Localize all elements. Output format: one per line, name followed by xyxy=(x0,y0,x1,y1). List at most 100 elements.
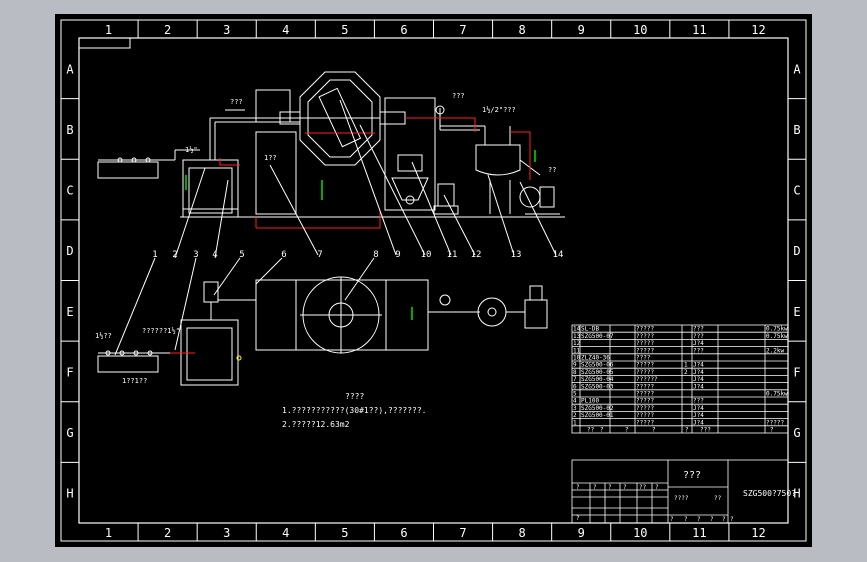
parts-header-c3: ? xyxy=(625,427,629,434)
title-rev-cell: ? xyxy=(593,484,597,491)
support-frame xyxy=(255,131,297,215)
leader-8 xyxy=(344,257,375,301)
col-label-top: 1 xyxy=(105,23,112,37)
title-mark: ? xyxy=(722,516,726,523)
title-rev-cell: ?? xyxy=(639,484,647,491)
parts-cell-mat: ??? xyxy=(693,347,704,354)
callout-left-feed: 1½" xyxy=(185,146,198,154)
plan-valve-3 xyxy=(133,350,139,356)
parts-cell-no: 7 xyxy=(573,376,577,383)
parts-cell-mat: J?4 xyxy=(693,405,704,412)
leader-2 xyxy=(174,167,206,259)
plan-feed-tank xyxy=(97,355,159,373)
row-label-left: E xyxy=(66,305,73,319)
dryer-agitator xyxy=(318,87,362,148)
row-label-right: F xyxy=(793,365,800,379)
parts-cell-name: ????? xyxy=(636,369,654,376)
hot-water-piping xyxy=(219,117,531,229)
title-block-frame xyxy=(571,459,789,524)
title-rev-cell: ? xyxy=(608,484,612,491)
title-mark: ? xyxy=(710,516,714,523)
parts-header-c6: ??? xyxy=(700,427,711,434)
plan-motor-top xyxy=(529,285,543,301)
parts-cell-note: 0.75kw xyxy=(766,333,788,340)
dust-collector xyxy=(391,177,429,201)
leader-14 xyxy=(519,181,557,256)
parts-cell-name: ????? xyxy=(636,419,654,426)
leader-number: 9 xyxy=(395,250,400,260)
parts-cell-mat: J?4 xyxy=(693,383,704,390)
parts-header-c4: ? xyxy=(652,427,656,434)
col-label-bottom: 4 xyxy=(282,526,289,540)
title-mark: ? xyxy=(730,516,734,523)
parts-cell-name: ????? xyxy=(636,340,654,347)
drawing-number: SZG500?750? xyxy=(743,489,796,498)
title-rev-cell: ? xyxy=(576,515,580,522)
parts-cell-qty: 2 xyxy=(684,369,688,376)
col-label-bottom: 12 xyxy=(751,526,765,540)
leader-number: 7 xyxy=(317,250,322,260)
col-label-bottom: 10 xyxy=(633,526,647,540)
parts-cell-mat: J?4 xyxy=(693,412,704,419)
leader-number: 6 xyxy=(281,250,286,260)
parts-cell-no: 6 xyxy=(573,383,577,390)
row-label-left: B xyxy=(66,123,73,137)
parts-cell-note: 2.2kw xyxy=(766,347,784,354)
parts-cell-mat: ??? xyxy=(693,333,704,340)
condenser-inner xyxy=(188,167,233,214)
parts-cell-qty: 1 xyxy=(684,362,688,369)
parts-cell-code: SZG500-07 xyxy=(581,333,614,340)
technical-notes: ???? 1.???????????(30#1??),???????. 2.??… xyxy=(282,392,427,429)
parts-cell-code: SZG500-03 xyxy=(581,383,614,390)
drawing-sheet xyxy=(55,14,812,547)
leader-number: 4 xyxy=(212,250,217,260)
plan-yellow-dot xyxy=(236,355,242,361)
top-valve-right xyxy=(435,105,445,115)
corner-tag-box xyxy=(79,38,131,49)
parts-cell-name: ????? xyxy=(636,362,654,369)
leader-number: 12 xyxy=(471,250,482,260)
col-label-bottom: 2 xyxy=(164,526,171,540)
callout-right-pipe: 1½/2"??? xyxy=(482,106,516,114)
plan-view xyxy=(97,276,548,386)
notes-line-2: 2.?????12.63m2 xyxy=(282,420,350,429)
parts-header-c1: ?? xyxy=(587,427,595,434)
parts-cell-no: 10 xyxy=(573,355,581,362)
leader-12 xyxy=(443,194,476,256)
parts-cell-code: SZG500-02 xyxy=(581,405,614,412)
elevation-view xyxy=(97,71,565,218)
parts-cell-name: ????? xyxy=(636,326,654,333)
parts-cell-no: 13 xyxy=(573,333,581,340)
callout-plan-below: 1??1?? xyxy=(122,377,147,385)
col-label-top: 3 xyxy=(223,23,230,37)
leader-10 xyxy=(359,124,426,256)
callout-top-left: ??? xyxy=(230,98,243,106)
valve-left-2 xyxy=(131,157,137,163)
green-marks xyxy=(185,150,536,320)
parts-cell-name: ????? xyxy=(636,347,654,354)
parts-cell-name: ????? xyxy=(636,383,654,390)
callout-labels: ??? ??? 1½/2"??? 1½" 1?? ?? 1½?? ??????1… xyxy=(95,92,556,385)
leader-lines xyxy=(114,99,557,356)
dryer-vessel xyxy=(299,71,381,166)
leader-11 xyxy=(411,161,452,256)
parts-cell-no: 8 xyxy=(573,369,577,376)
leader-number: 1 xyxy=(152,250,157,260)
leader-number: 3 xyxy=(193,250,198,260)
title-block xyxy=(571,459,789,524)
parts-cell-note: ????? xyxy=(766,419,784,426)
notes-title: ???? xyxy=(345,392,364,401)
parts-header-c7: ? xyxy=(770,427,774,434)
parts-cell-code: SZG500-06 xyxy=(581,362,614,369)
pump-motor xyxy=(539,186,555,208)
parts-cell-no: 11 xyxy=(573,347,581,354)
feed-tank-small xyxy=(97,161,159,179)
col-label-bottom: 3 xyxy=(223,526,230,540)
notes-line-1: 1.???????????(30#1??),???????. xyxy=(282,406,427,415)
title-rev-cell: ? xyxy=(623,484,627,491)
title-block-text: ??? SZG500?750? ???? ?? xyxy=(674,470,796,502)
row-label-left: C xyxy=(66,184,73,198)
